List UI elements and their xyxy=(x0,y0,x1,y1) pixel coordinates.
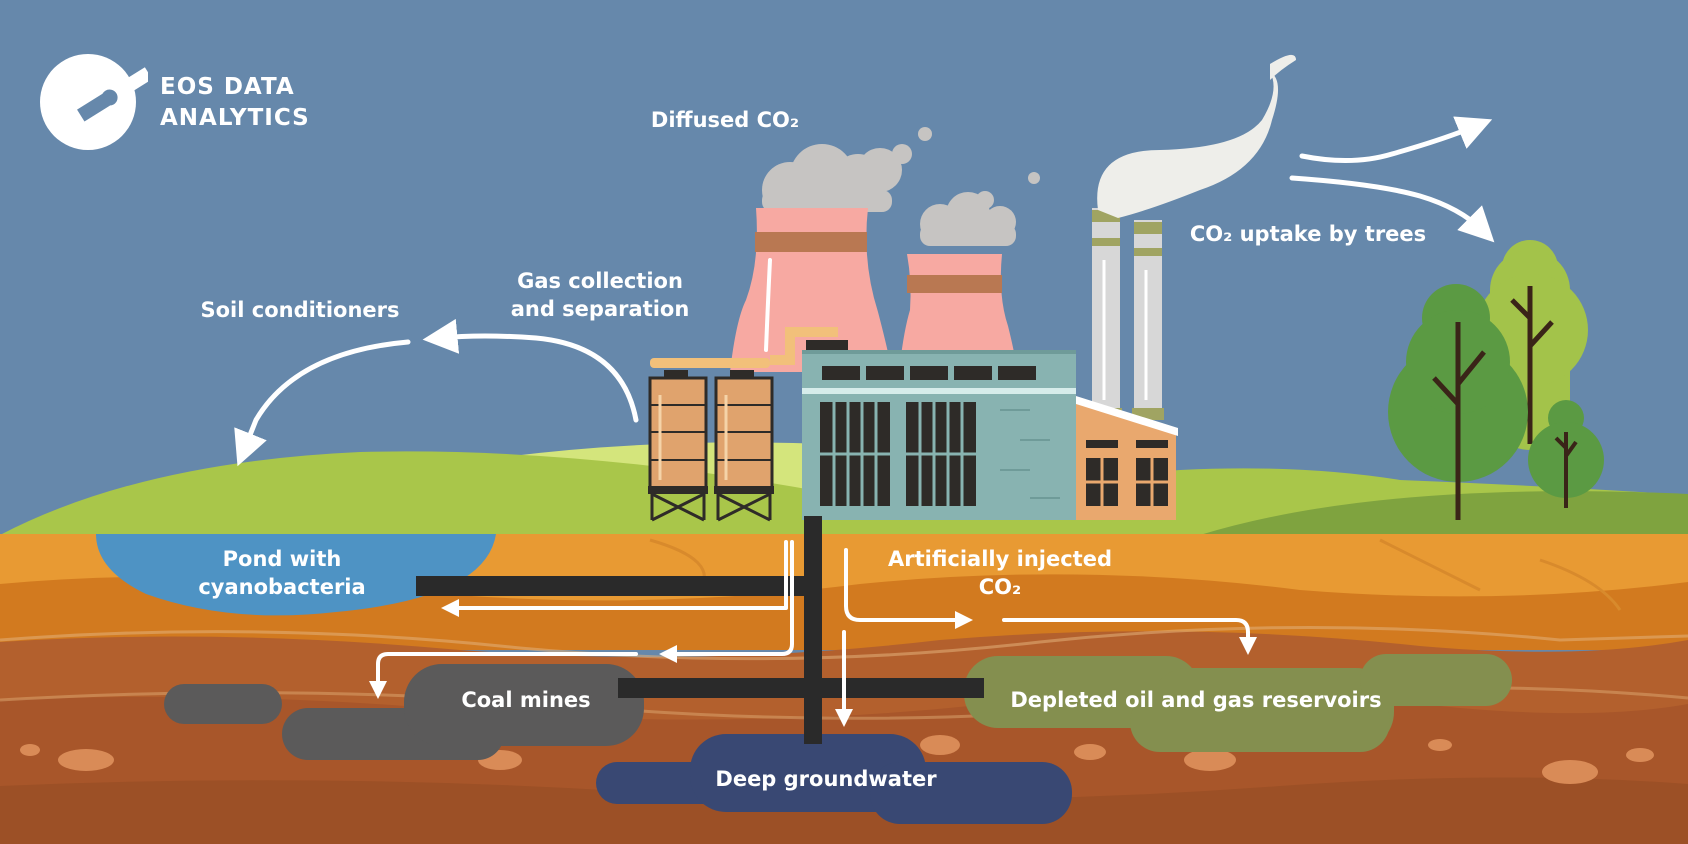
brand-line-2: ANALYTICS xyxy=(160,105,310,131)
cooling-tower-smoke xyxy=(762,127,1040,246)
chimney-smoke xyxy=(1097,72,1279,218)
pond-line-2: cyanobacteria xyxy=(198,575,366,599)
reservoir-deposit xyxy=(964,654,1512,752)
satellite-icon xyxy=(40,54,148,150)
silos xyxy=(648,327,838,522)
gas-collection-line-2: and separation xyxy=(510,297,690,321)
chimneys xyxy=(1090,208,1164,420)
cooling-tower-small xyxy=(900,254,1016,364)
deep-groundwater-label: Deep groundwater xyxy=(715,767,937,791)
brand-logo: EOS DATA ANALYTICS xyxy=(38,50,338,160)
gas-collection-line-1: Gas collection xyxy=(517,269,683,293)
pond-line-1: Pond with xyxy=(222,547,342,571)
factory-building xyxy=(802,340,1076,520)
injected-line-1: Artificially injected xyxy=(888,547,1112,571)
flow-arrows xyxy=(234,116,1495,727)
groundwater-deposit xyxy=(596,734,1072,824)
coal-mines-deposit xyxy=(164,664,644,760)
brand-name: EOS DATA ANALYTICS xyxy=(160,72,310,134)
pond-label: Pond with cyanobacteria xyxy=(172,545,392,601)
pipes xyxy=(416,516,984,744)
injected-line-2: CO₂ xyxy=(978,575,1022,599)
diffused-co2-label: Diffused CO₂ xyxy=(650,108,800,132)
injected-co2-label: Artificially injected CO₂ xyxy=(870,545,1130,601)
brand-line-1: EOS DATA xyxy=(160,74,295,100)
cooling-tower-large xyxy=(730,208,892,372)
trees xyxy=(1388,240,1604,520)
gas-collection-label: Gas collection and separation xyxy=(490,267,710,323)
factory-annex xyxy=(1076,396,1178,520)
co2-uptake-label: CO₂ uptake by trees xyxy=(1189,222,1427,246)
coal-mines-label: Coal mines xyxy=(461,688,591,712)
soil-conditioners-label: Soil conditioners xyxy=(200,298,400,322)
pond xyxy=(96,534,496,616)
depleted-reservoirs-label: Depleted oil and gas reservoirs xyxy=(1010,688,1382,712)
